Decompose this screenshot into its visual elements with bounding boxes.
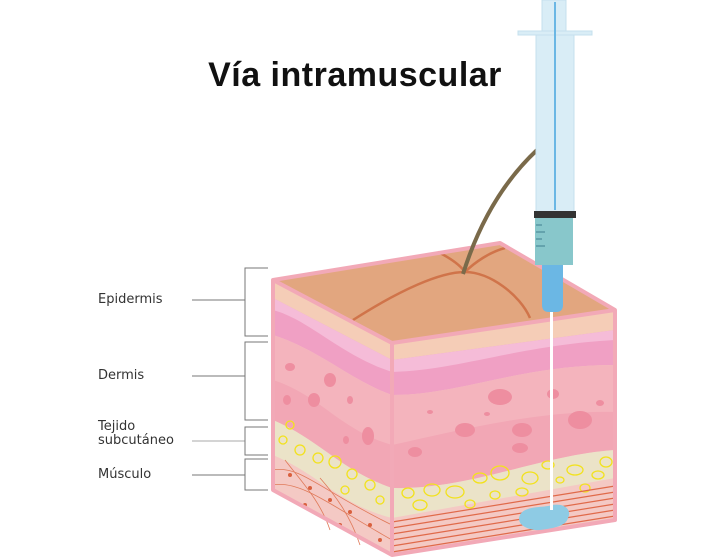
- syringe-icon: [517, 0, 593, 312]
- label-subcutaneous-line2: subcutáneo: [98, 433, 174, 448]
- label-subcutaneous-line1: Tejido: [98, 419, 136, 434]
- label-dermis: Dermis: [98, 368, 145, 383]
- block-outline: [271, 241, 617, 557]
- needle: [550, 310, 553, 510]
- label-muscle: Músculo: [98, 467, 152, 482]
- hair-icon: [461, 148, 539, 275]
- medication-blob: [519, 504, 570, 531]
- skin-block-left-face: [272, 280, 393, 555]
- diagram-title: Vía intramuscular: [208, 56, 502, 94]
- label-brackets: [192, 267, 268, 491]
- muscle-fibers: [391, 485, 616, 553]
- skin-block-front-face: [391, 310, 616, 555]
- label-epidermis: Epidermis: [98, 292, 163, 307]
